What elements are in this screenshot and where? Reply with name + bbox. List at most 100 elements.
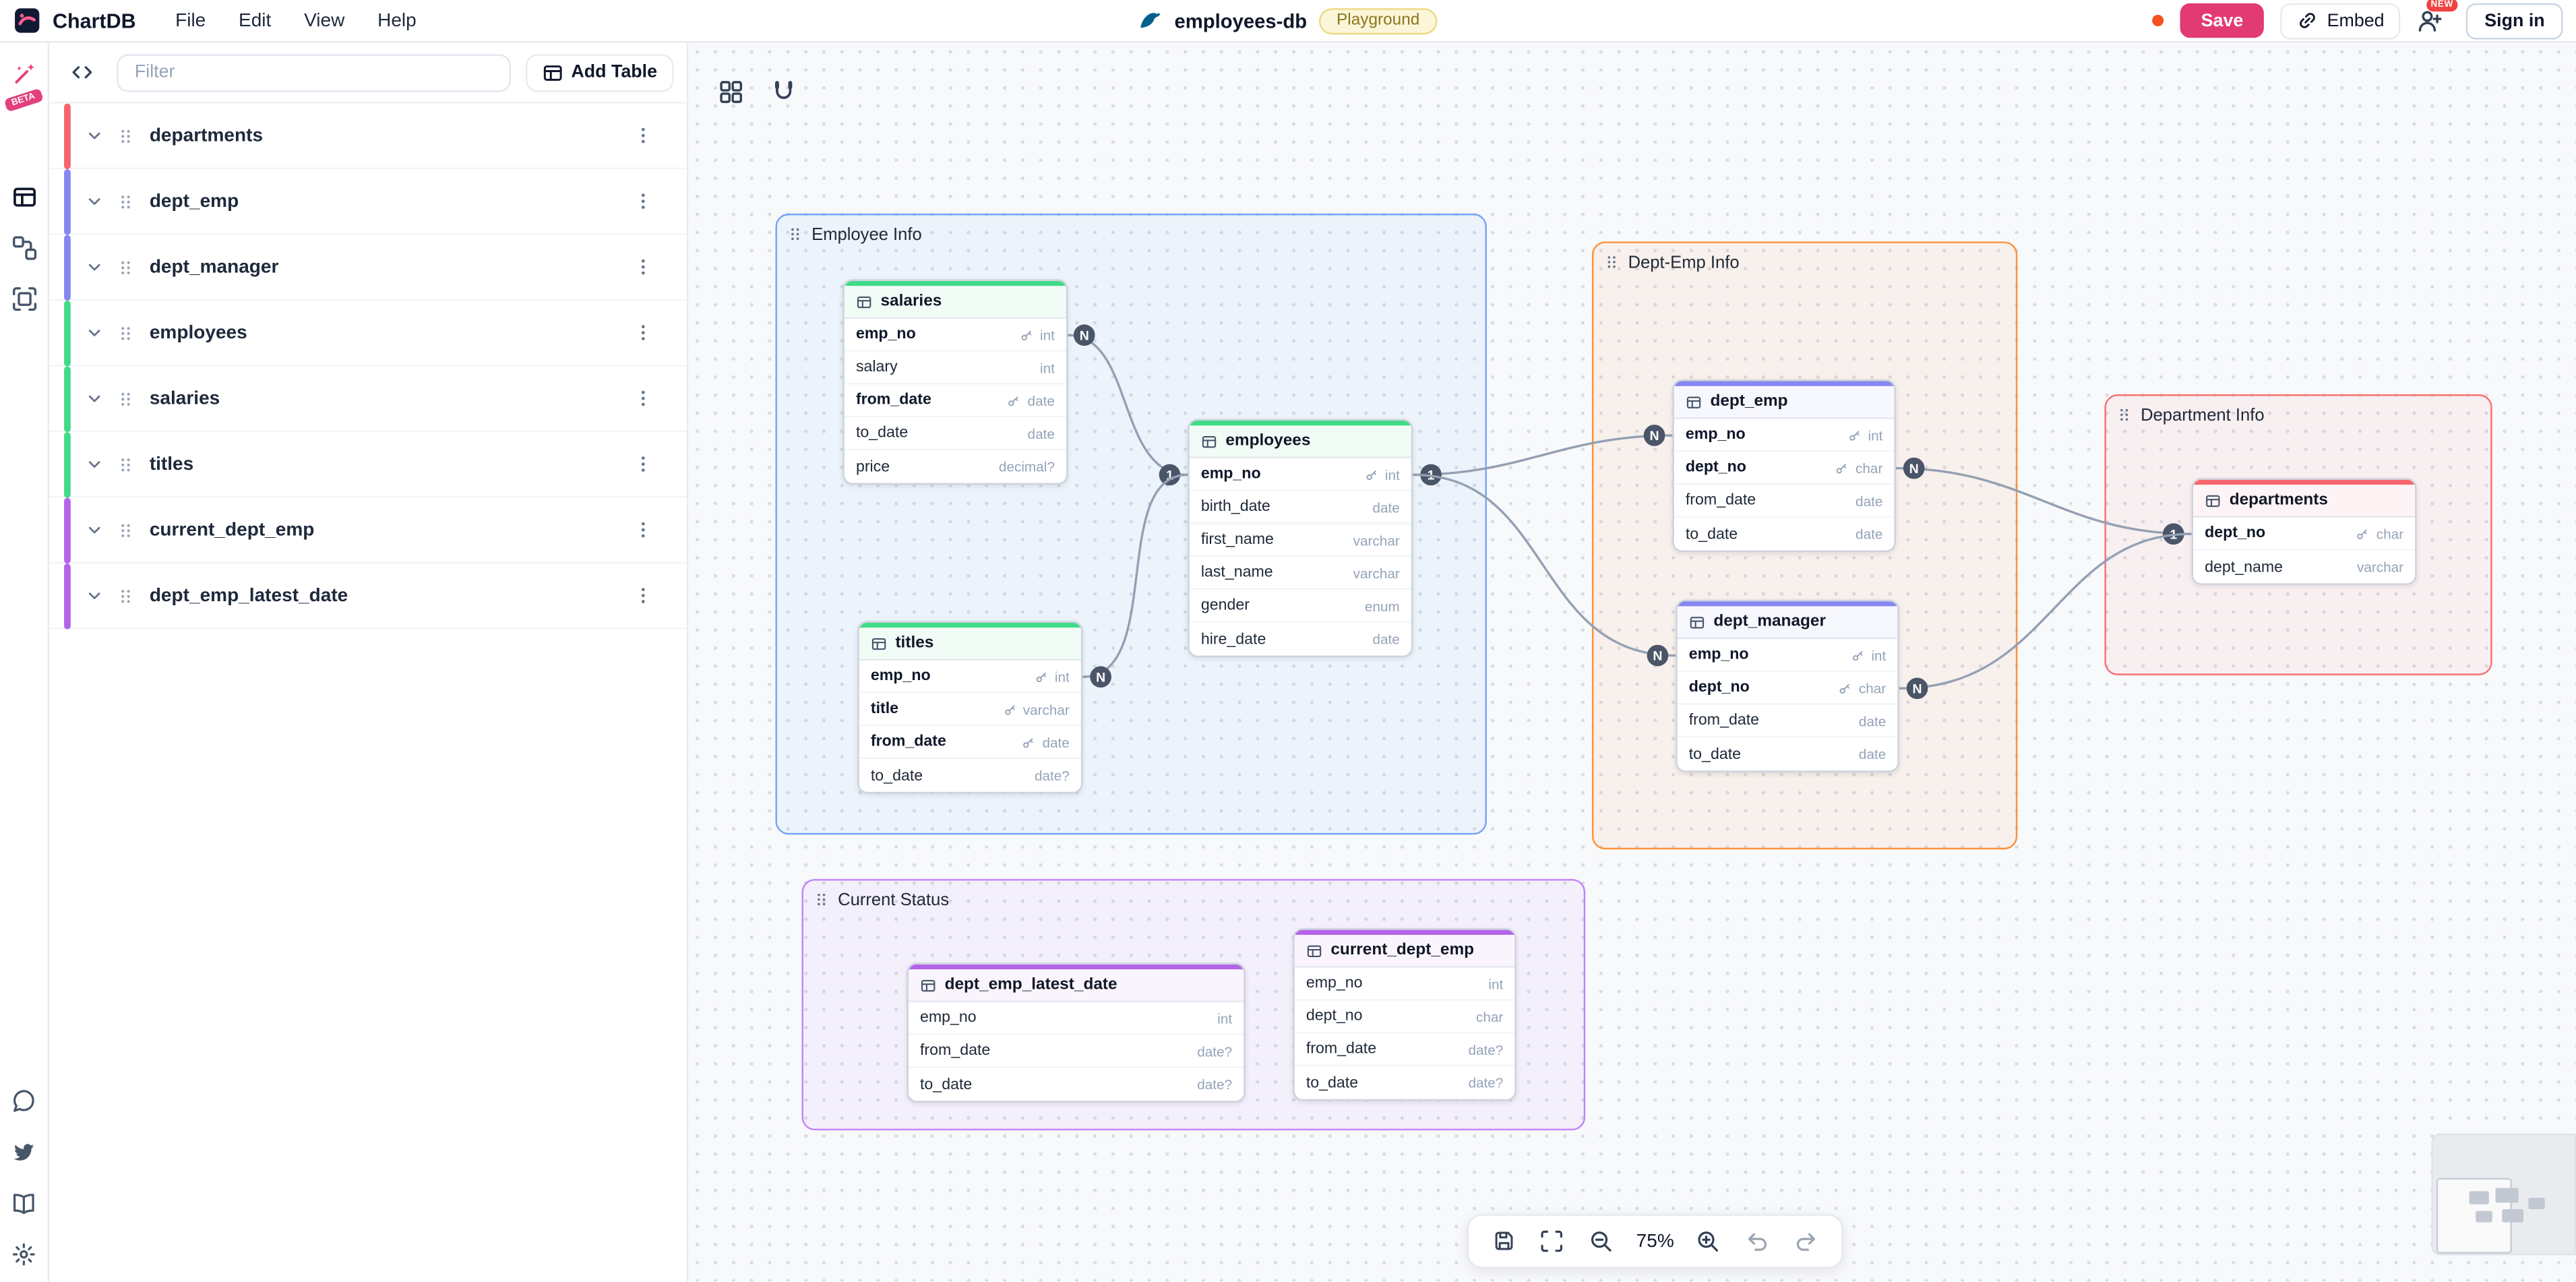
table-node-salaries[interactable]: salaries emp_no int salary int from_date… bbox=[842, 279, 1068, 485]
menu-edit[interactable]: Edit bbox=[239, 10, 272, 31]
table-node-header[interactable]: dept_emp_latest_date bbox=[908, 969, 1244, 1002]
table-menu-button[interactable] bbox=[632, 125, 654, 146]
zoom-level-button[interactable]: 75% bbox=[1634, 1231, 1676, 1251]
field-dept_emp_latest_date-to_date[interactable]: to_date date? bbox=[909, 1068, 1244, 1101]
table-node-header[interactable]: salaries bbox=[844, 286, 1066, 319]
relationships-panel-icon[interactable] bbox=[10, 233, 38, 261]
table-node-header[interactable]: employees bbox=[1189, 425, 1411, 459]
table-node-employees[interactable]: employees emp_no int birth_date date fir… bbox=[1188, 419, 1413, 657]
sidebar-table-row-current_dept_emp[interactable]: current_dept_emp bbox=[49, 497, 687, 564]
table-node-header[interactable]: dept_emp bbox=[1674, 386, 1895, 419]
tables-panel-icon[interactable] bbox=[10, 183, 38, 210]
chevron-down-icon[interactable] bbox=[84, 585, 105, 607]
sidebar-table-row-dept_emp[interactable]: dept_emp bbox=[49, 168, 687, 235]
view-code-button[interactable] bbox=[63, 53, 102, 92]
twitter-icon[interactable] bbox=[10, 1138, 38, 1166]
drag-handle-icon[interactable] bbox=[117, 190, 135, 213]
field-titles-emp_no[interactable]: emp_no int bbox=[859, 661, 1081, 694]
table-menu-button[interactable] bbox=[632, 388, 654, 409]
add-table-button[interactable]: Add Table bbox=[525, 53, 674, 92]
drag-handle-icon[interactable] bbox=[1603, 251, 1620, 273]
field-departments-dept_no[interactable]: dept_no char bbox=[2193, 518, 2416, 551]
settings-gear-icon[interactable] bbox=[10, 1240, 38, 1268]
chevron-down-icon[interactable] bbox=[84, 388, 105, 409]
drag-handle-icon[interactable] bbox=[117, 322, 135, 344]
field-titles-to_date[interactable]: to_date date? bbox=[859, 759, 1081, 792]
chevron-down-icon[interactable] bbox=[84, 322, 105, 344]
field-dept_manager-from_date[interactable]: from_date date bbox=[1677, 705, 1898, 738]
chevron-down-icon[interactable] bbox=[84, 454, 105, 475]
sidebar-table-row-dept_emp_latest_date[interactable]: dept_emp_latest_date bbox=[49, 562, 687, 630]
sidebar-table-row-salaries[interactable]: salaries bbox=[49, 365, 687, 433]
drag-handle-icon[interactable] bbox=[117, 584, 135, 607]
field-dept_manager-emp_no[interactable]: emp_no int bbox=[1677, 639, 1898, 672]
save-diagram-button[interactable] bbox=[1487, 1225, 1520, 1258]
chartdb-logo-icon[interactable] bbox=[13, 7, 41, 34]
zoom-out-button[interactable] bbox=[1585, 1225, 1618, 1258]
chevron-down-icon[interactable] bbox=[84, 125, 105, 146]
field-current_dept_emp-emp_no[interactable]: emp_no int bbox=[1294, 968, 1515, 1001]
sidebar-table-row-titles[interactable]: titles bbox=[49, 431, 687, 498]
table-menu-button[interactable] bbox=[632, 585, 654, 607]
chevron-down-icon[interactable] bbox=[84, 519, 105, 541]
table-menu-button[interactable] bbox=[632, 256, 654, 278]
table-node-dept_emp[interactable]: dept_emp emp_no int dept_no char from_da… bbox=[1672, 379, 1896, 552]
field-dept_emp-to_date[interactable]: to_date date bbox=[1674, 518, 1895, 551]
field-dept_emp-from_date[interactable]: from_date date bbox=[1674, 485, 1895, 518]
drag-handle-icon[interactable] bbox=[117, 124, 135, 147]
table-node-header[interactable]: current_dept_emp bbox=[1294, 934, 1515, 968]
sidebar-table-row-dept_manager[interactable]: dept_manager bbox=[49, 234, 687, 301]
field-salaries-from_date[interactable]: from_date date bbox=[844, 384, 1066, 418]
menu-help[interactable]: Help bbox=[377, 10, 417, 31]
field-dept_manager-to_date[interactable]: to_date date bbox=[1678, 737, 1898, 770]
field-employees-gender[interactable]: gender enum bbox=[1189, 590, 1411, 623]
table-menu-button[interactable] bbox=[632, 519, 654, 541]
table-menu-button[interactable] bbox=[632, 454, 654, 475]
table-node-current_dept_emp[interactable]: current_dept_emp emp_no int dept_no char… bbox=[1293, 928, 1516, 1101]
field-current_dept_emp-from_date[interactable]: from_date date? bbox=[1294, 1033, 1515, 1066]
table-menu-button[interactable] bbox=[632, 191, 654, 212]
table-node-titles[interactable]: titles emp_no int title varchar from_dat… bbox=[857, 621, 1083, 794]
drag-handle-icon[interactable] bbox=[117, 255, 135, 278]
chat-icon[interactable] bbox=[10, 1088, 38, 1116]
field-dept_manager-dept_no[interactable]: dept_no char bbox=[1677, 672, 1898, 705]
drag-handle-icon[interactable] bbox=[2116, 404, 2133, 426]
field-salaries-salary[interactable]: salary int bbox=[844, 352, 1066, 385]
field-departments-dept_name[interactable]: dept_name varchar bbox=[2193, 551, 2415, 584]
field-dept_emp_latest_date-from_date[interactable]: from_date date? bbox=[908, 1035, 1244, 1068]
sidebar-table-row-departments[interactable]: departments bbox=[49, 103, 687, 170]
sidebar-table-row-employees[interactable]: employees bbox=[49, 299, 687, 367]
drag-handle-icon[interactable] bbox=[117, 518, 135, 541]
menu-view[interactable]: View bbox=[304, 10, 345, 31]
areas-panel-icon[interactable] bbox=[10, 284, 38, 312]
drag-handle-icon[interactable] bbox=[117, 387, 135, 410]
drag-handle-icon[interactable] bbox=[814, 889, 830, 911]
diagram-canvas[interactable]: Employee Info Dept-Emp Info Department I… bbox=[688, 42, 2576, 1282]
table-node-dept_emp_latest_date[interactable]: dept_emp_latest_date emp_no int from_dat… bbox=[907, 963, 1246, 1103]
table-node-header[interactable]: departments bbox=[2193, 485, 2416, 518]
field-dept_emp_latest_date-emp_no[interactable]: emp_no int bbox=[908, 1002, 1244, 1035]
menu-file[interactable]: File bbox=[175, 10, 206, 31]
undo-button[interactable] bbox=[1742, 1225, 1775, 1258]
field-salaries-to_date[interactable]: to_date date bbox=[844, 417, 1066, 450]
field-employees-first_name[interactable]: first_name varchar bbox=[1189, 524, 1411, 557]
arrange-tables-button[interactable] bbox=[714, 75, 745, 106]
table-node-dept_manager[interactable]: dept_manager emp_no int dept_no char fro… bbox=[1676, 599, 1899, 772]
field-salaries-emp_no[interactable]: emp_no int bbox=[844, 319, 1066, 352]
field-titles-from_date[interactable]: from_date date bbox=[859, 726, 1081, 760]
field-current_dept_emp-to_date[interactable]: to_date date? bbox=[1295, 1066, 1515, 1099]
table-node-header[interactable]: titles bbox=[859, 628, 1081, 661]
table-node-departments[interactable]: departments dept_no char dept_name varch… bbox=[2191, 478, 2417, 585]
field-current_dept_emp-dept_no[interactable]: dept_no char bbox=[1294, 1000, 1515, 1034]
drag-handle-icon[interactable] bbox=[787, 224, 803, 245]
table-node-header[interactable]: dept_manager bbox=[1677, 606, 1898, 640]
field-titles-title[interactable]: title varchar bbox=[859, 694, 1081, 727]
chevron-down-icon[interactable] bbox=[84, 256, 105, 278]
embed-button[interactable]: Embed bbox=[2281, 2, 2401, 39]
invite-user-button[interactable]: NEW bbox=[2417, 0, 2459, 34]
save-button[interactable]: Save bbox=[2179, 3, 2265, 38]
docs-book-icon[interactable] bbox=[10, 1190, 38, 1217]
field-employees-birth_date[interactable]: birth_date date bbox=[1189, 491, 1411, 524]
field-employees-hire_date[interactable]: hire_date date bbox=[1190, 623, 1411, 656]
minimap[interactable] bbox=[2431, 1133, 2576, 1256]
